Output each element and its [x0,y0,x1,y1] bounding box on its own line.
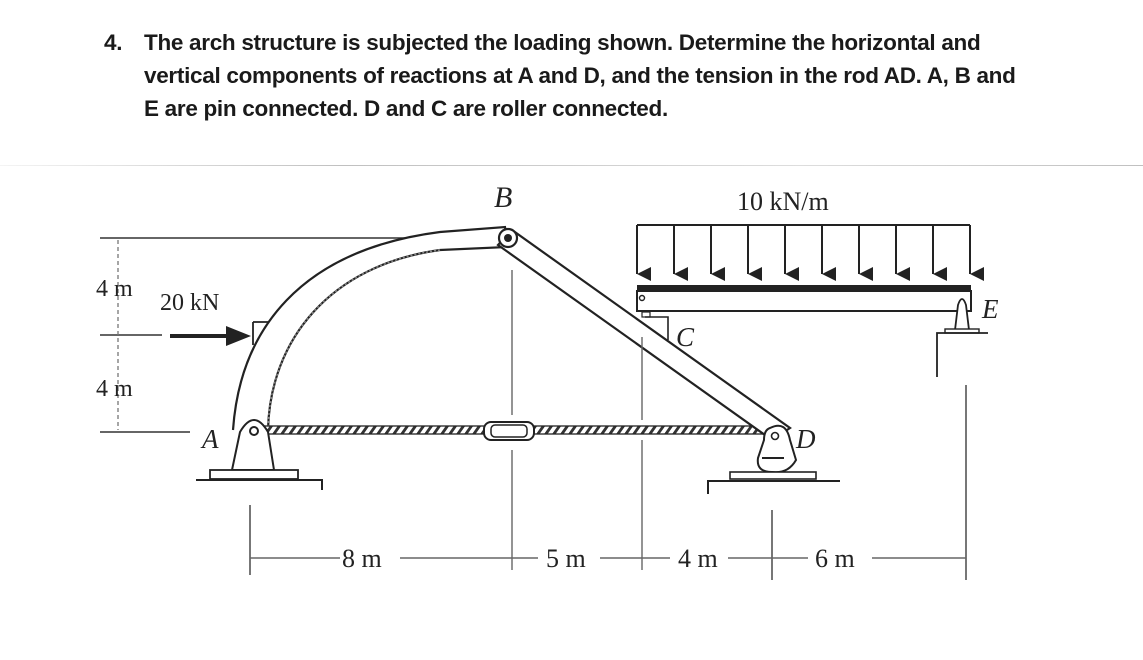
point-b-label: B [494,181,512,214]
point-d-label: D [795,424,816,454]
dim-lower-4m: 4 m [96,376,133,402]
tie-rod-right [532,425,764,435]
beam-ce [636,290,972,312]
dim-5m: 5 m [546,544,586,573]
point-a-label: A [200,424,219,454]
beam-top-flange [637,285,971,291]
problem-text: The arch structure is subjected the load… [144,30,1016,121]
pin-support-a [230,419,276,471]
problem-statement: 4. The arch structure is subjected the l… [104,26,1024,125]
distributed-load-arrows [636,224,984,281]
arch-member [231,225,510,431]
point-load-arrowhead-icon [226,326,251,346]
point-c-label: C [676,322,695,352]
problem-number: 4. [104,30,123,55]
dim-4m: 4 m [678,544,718,573]
point-load-label: 20 kN [160,290,219,316]
point-e-label: E [981,294,999,324]
ground-d [707,480,840,494]
distributed-load-label: 10 kN/m [737,187,829,216]
tie-rod-left [257,425,486,435]
diagonal-member-bd [496,228,792,442]
dim-8m: 8 m [342,544,382,573]
page-divider [0,165,1143,166]
dim-upper-4m: 4 m [96,276,133,302]
ground-a [196,479,323,490]
pin-a-icon [249,426,259,436]
pin-d-icon [770,431,780,441]
dim-6m: 6 m [815,544,855,573]
pin-support-e [953,298,971,331]
ground-e [936,332,988,377]
